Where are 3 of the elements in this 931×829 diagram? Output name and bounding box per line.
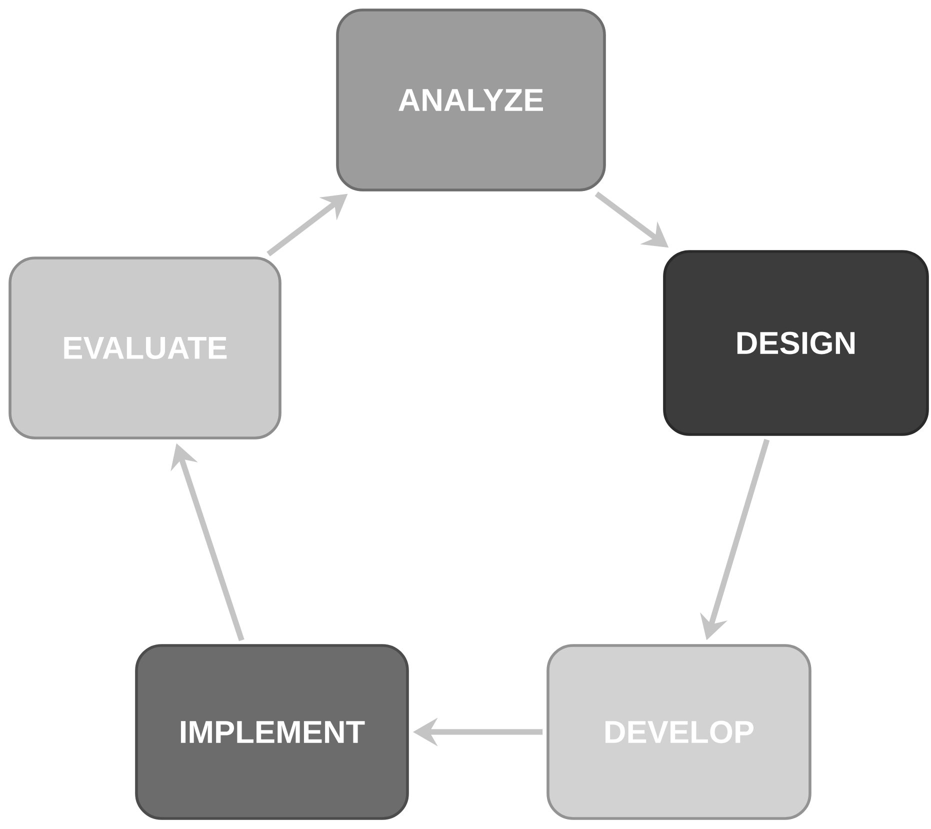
process-box: DESIGN — [663, 250, 929, 436]
process-box: ANALYZE — [336, 8, 606, 192]
process-box: IMPLEMENT — [135, 644, 409, 820]
